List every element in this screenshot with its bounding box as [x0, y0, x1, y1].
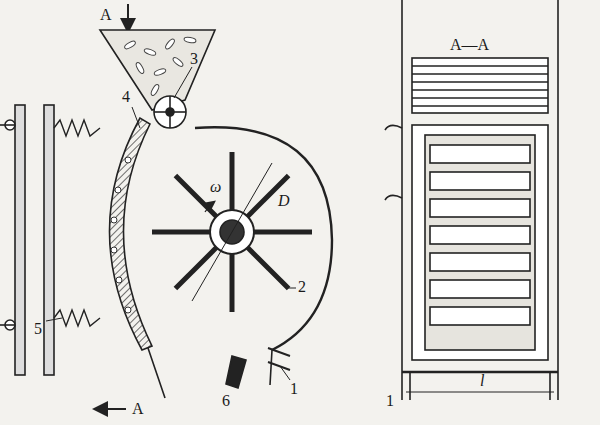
- rotation-symbol: ω: [210, 178, 221, 196]
- callout-number: 5: [34, 320, 42, 338]
- dimension-label: D: [278, 192, 290, 210]
- section-title: A—A: [450, 36, 489, 54]
- callout-number: 6: [222, 392, 230, 410]
- section-mark: A: [100, 6, 112, 24]
- callout-number: 2: [298, 278, 306, 296]
- dimension-label: l: [480, 372, 484, 390]
- callout-number: 3: [190, 50, 198, 68]
- callout-number: 4: [122, 88, 130, 106]
- callout-number: 1: [290, 380, 298, 398]
- callout-number: 1: [386, 392, 394, 410]
- section-mark: A: [132, 400, 144, 418]
